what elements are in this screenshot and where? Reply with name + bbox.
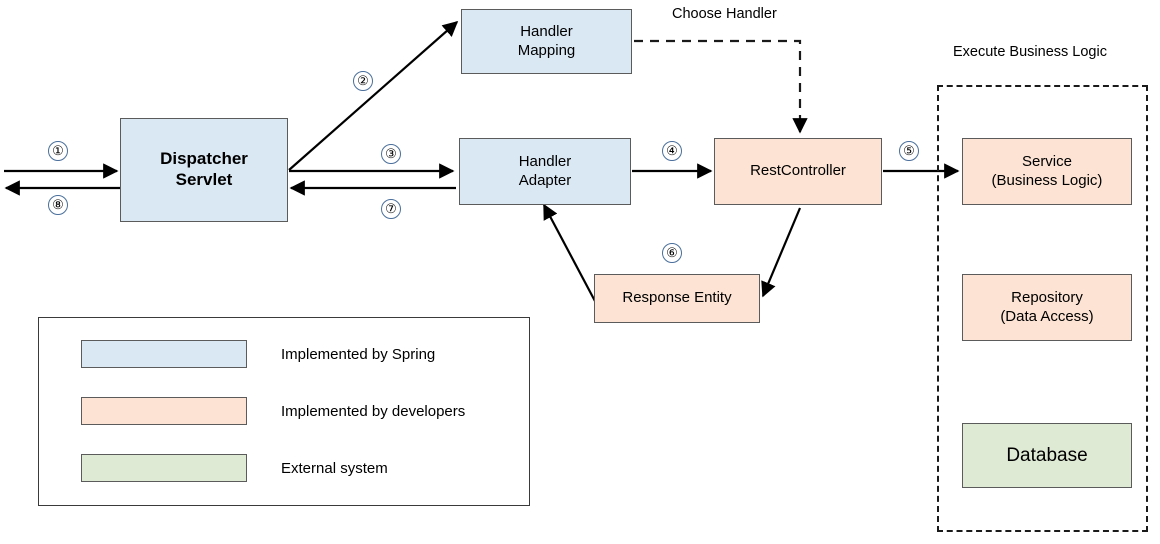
step-badge-5: ⑤ [899, 141, 919, 161]
step-badge-2: ② [353, 71, 373, 91]
node-handler-mapping[interactable]: Handler Mapping [461, 9, 632, 74]
node-rest-controller[interactable]: RestController [714, 138, 882, 205]
node-service[interactable]: Service (Business Logic) [962, 138, 1132, 205]
node-repository[interactable]: Repository (Data Access) [962, 274, 1132, 341]
legend-label-spring: Implemented by Spring [281, 345, 436, 363]
legend-item-spring: Implemented by Spring [81, 340, 435, 368]
step-badge-8: ⑧ [48, 195, 68, 215]
node-handler-adapter[interactable]: Handler Adapter [459, 138, 631, 205]
legend-item-developers: Implemented by developers [81, 397, 465, 425]
node-database[interactable]: Database [962, 423, 1132, 488]
step-badge-6: ⑥ [662, 243, 682, 263]
legend-swatch-spring [81, 340, 247, 368]
edge-rest-controller-to-response-entity [761, 207, 802, 298]
group-execute-business-logic [937, 85, 1148, 532]
edge-label-choose-handler: Choose Handler [672, 6, 777, 22]
step-badge-4: ④ [662, 141, 682, 161]
step-badge-7: ⑦ [381, 199, 401, 219]
step-badge-1: ① [48, 141, 68, 161]
edge-choose-handler [634, 39, 808, 134]
legend-panel: Implemented by Spring Implemented by dev… [38, 317, 530, 506]
legend-swatch-developers [81, 397, 247, 425]
group-execute-business-logic-title: Execute Business Logic [953, 44, 1107, 60]
step-badge-3: ③ [381, 144, 401, 164]
legend-item-external: External system [81, 454, 388, 482]
legend-label-external: External system [281, 459, 388, 477]
node-response-entity[interactable]: Response Entity [594, 274, 760, 323]
node-dispatcher-servlet[interactable]: Dispatcher Servlet [120, 118, 288, 222]
edge-dispatcher-to-handler-mapping [288, 20, 459, 171]
legend-label-developers: Implemented by developers [281, 402, 466, 420]
edge-response-entity-to-handler-adapter [543, 203, 597, 304]
legend-swatch-external [81, 454, 247, 482]
